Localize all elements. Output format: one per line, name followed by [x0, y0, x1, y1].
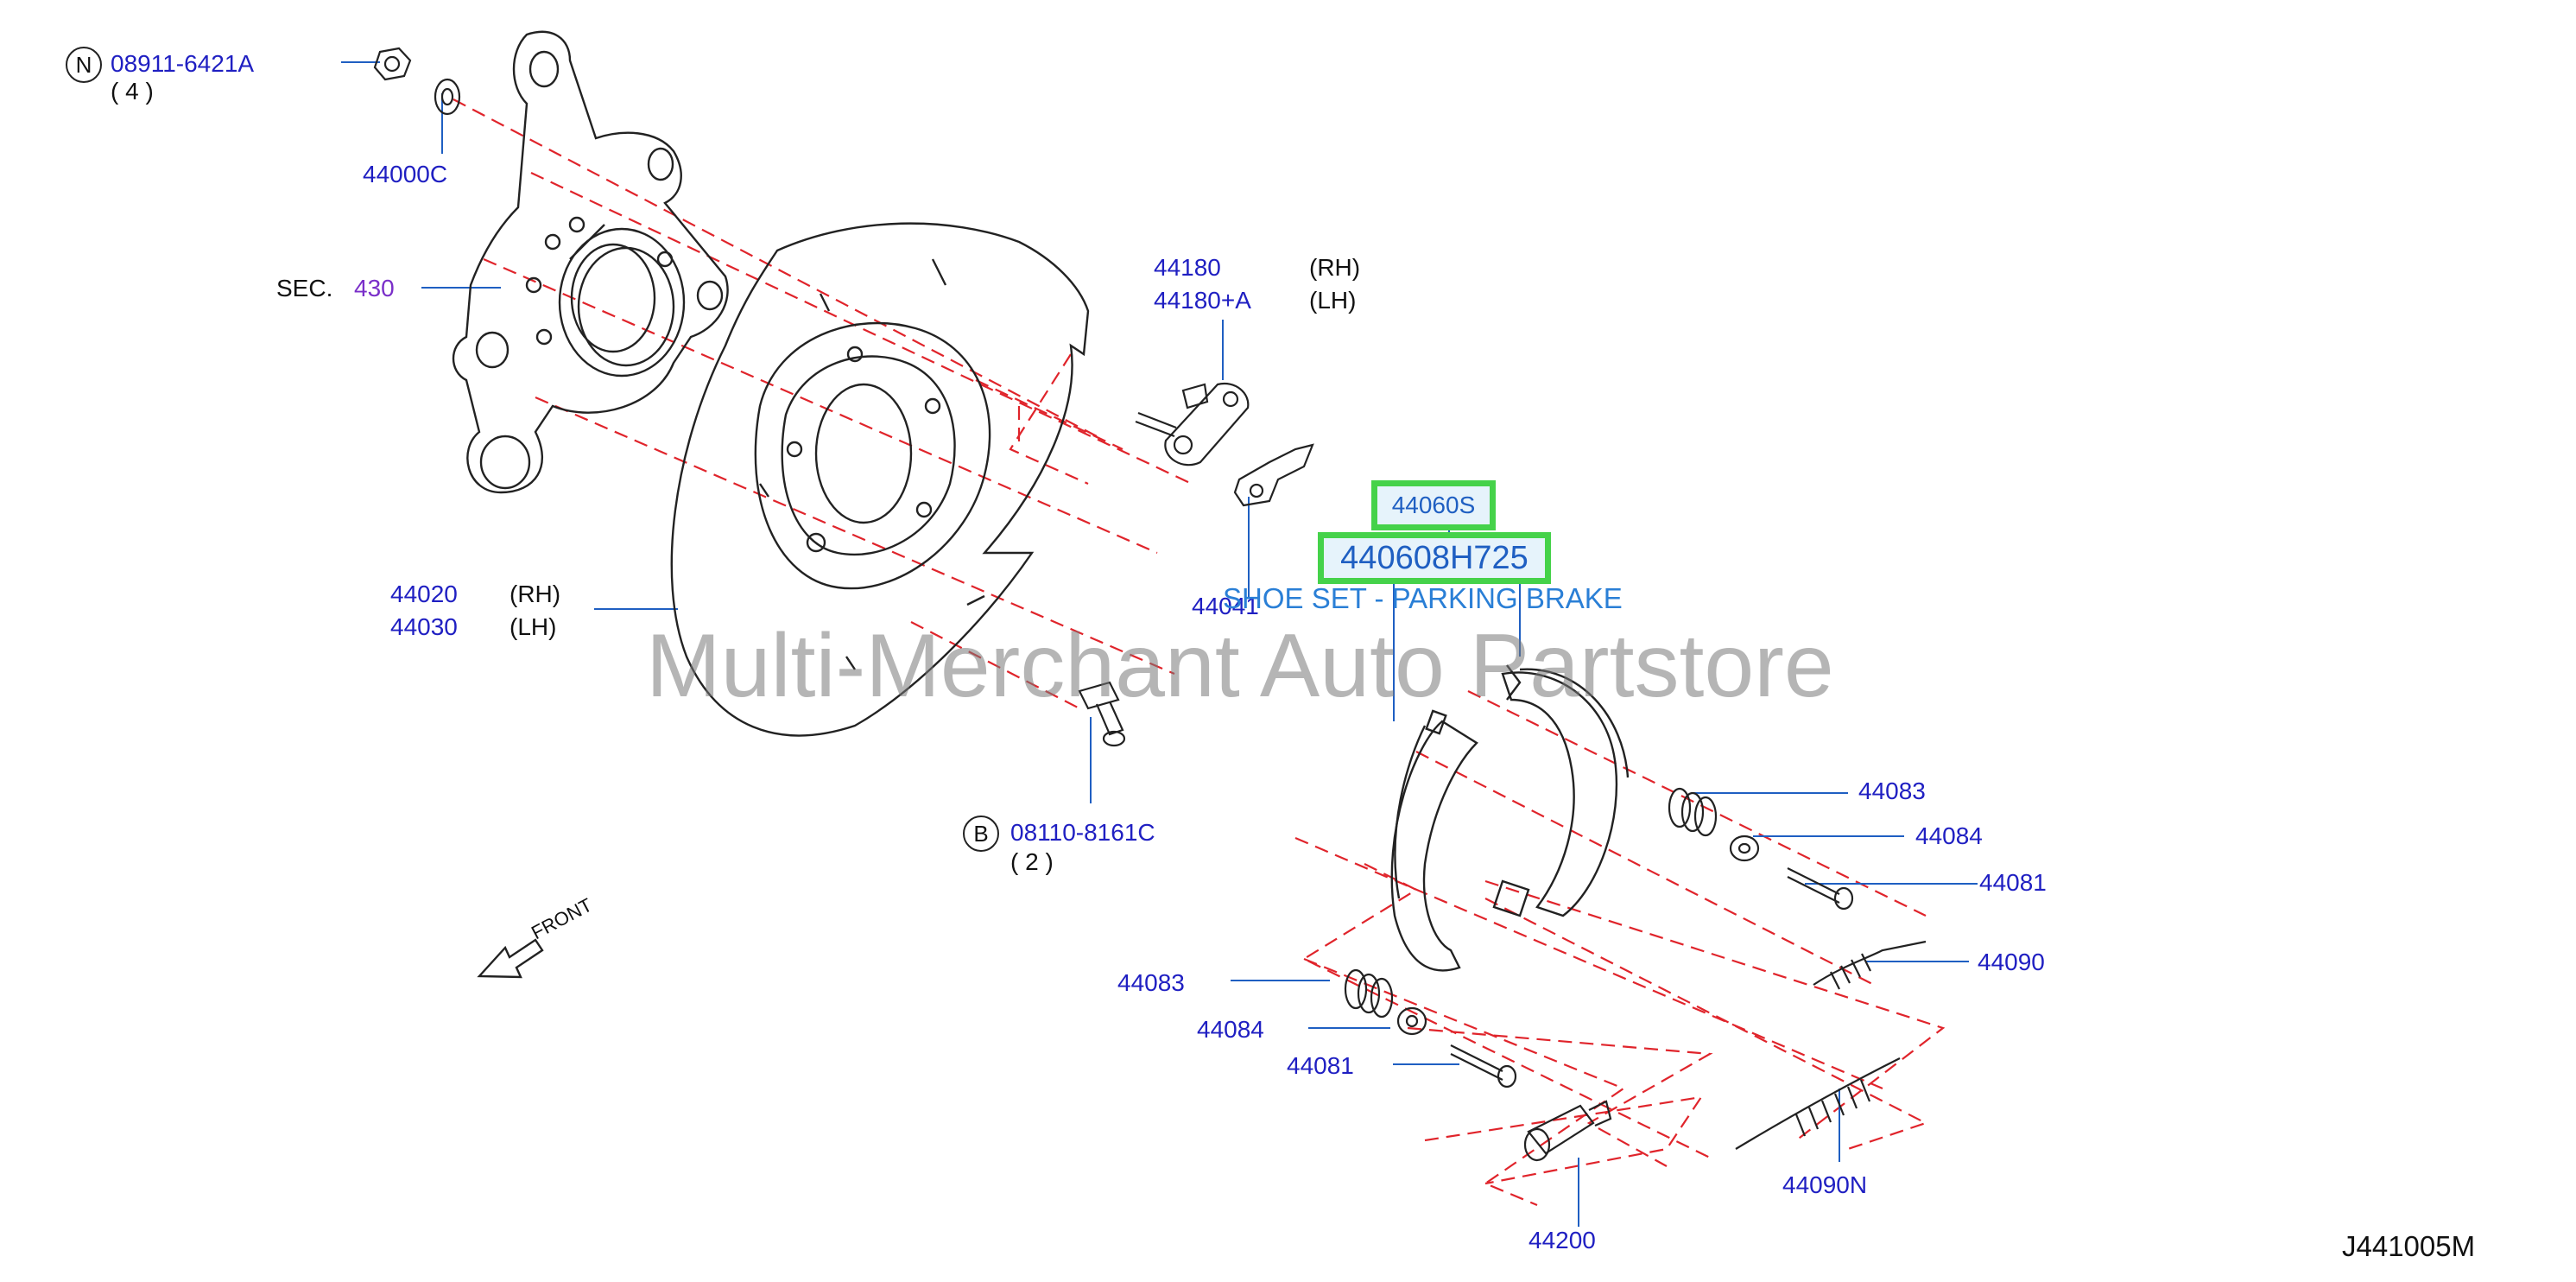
highlight-part-44060s[interactable]: 44060S [1371, 480, 1496, 530]
part-number-44000c[interactable]: 44000C [363, 161, 448, 187]
highlight-part-440608h725[interactable]: 440608H725 [1318, 532, 1551, 584]
part-number-44180-a[interactable]: 44180+A [1154, 287, 1251, 314]
part-number-08110-8161c[interactable]: 08110-8161C [1010, 819, 1155, 846]
dashed-guide-lines [453, 98, 1946, 1207]
quantity-label: ( 4 ) [111, 78, 154, 105]
leader-lines [341, 61, 1978, 1227]
part-number-44180[interactable]: 44180 [1154, 254, 1221, 281]
side-label-lh: (LH) [510, 613, 557, 640]
part-number-44081[interactable]: 44081 [1287, 1052, 1354, 1079]
springs-and-pins-drawing [1344, 787, 1927, 1162]
quantity-label: ( 2 ) [1010, 848, 1054, 875]
part-number-44084[interactable]: 44084 [1197, 1016, 1264, 1043]
part-description: SHOE SET - PARKING BRAKE [1223, 582, 1623, 614]
front-arrow-icon [477, 938, 544, 979]
section-prefix: SEC. [276, 275, 333, 301]
part-number-44084[interactable]: 44084 [1915, 822, 1983, 849]
part-number-44041[interactable]: 44041 [1192, 593, 1259, 619]
part-number-44200[interactable]: 44200 [1529, 1227, 1596, 1253]
part-number-44083[interactable]: 44083 [1858, 777, 1926, 804]
side-label-rh: (RH) [510, 581, 561, 607]
diagram-code: J441005M [2342, 1230, 2476, 1262]
part-number-44020[interactable]: 44020 [390, 581, 458, 607]
part-number-44083[interactable]: 44083 [1117, 969, 1185, 996]
part-number-08911-6421a[interactable]: 08911-6421A [111, 50, 255, 77]
adjuster-lever-drawing [1078, 382, 1314, 747]
callout-marker-b: B [963, 816, 999, 852]
callout-marker-n: N [66, 47, 102, 83]
section-reference-430[interactable]: 430 [354, 275, 395, 301]
part-number-44030[interactable]: 44030 [390, 613, 458, 640]
steering-knuckle-drawing [452, 30, 729, 494]
watermark: Multi-Merchant Auto Partstore [646, 616, 1834, 716]
side-label-lh: (LH) [1309, 287, 1357, 314]
brake-shoes-drawing [1390, 664, 1630, 972]
part-number-44090[interactable]: 44090 [1978, 949, 2045, 975]
part-number-44090n[interactable]: 44090N [1782, 1171, 1868, 1198]
backing-plate-drawing [670, 222, 1090, 737]
side-label-rh: (RH) [1309, 254, 1361, 281]
nut-and-washer-drawing [373, 47, 461, 116]
part-number-44081[interactable]: 44081 [1979, 869, 2047, 896]
